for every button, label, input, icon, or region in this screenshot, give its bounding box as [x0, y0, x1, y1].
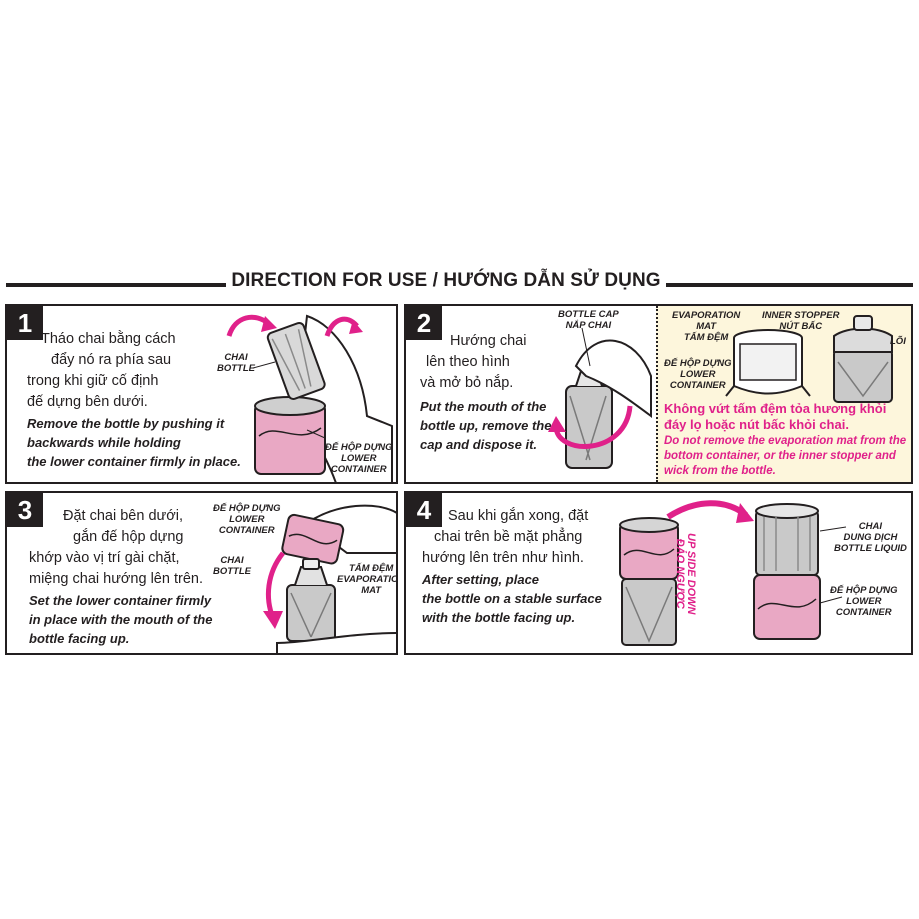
step-number: 1	[7, 306, 43, 340]
step-2-parts-illustration	[725, 315, 893, 403]
step-3-vn-line-1: Đặt chai bên dưới,	[63, 508, 183, 524]
step-2-vn-line-1: Hướng chai	[450, 333, 527, 349]
step-2-en-line-2: bottle up, remove the	[420, 418, 552, 433]
step-1-illustration	[226, 314, 393, 482]
step-4-en-line-3: with the bottle facing up.	[422, 610, 576, 625]
step-3-en-line-2: in place with the mouth of the	[29, 612, 213, 627]
step-number: 4	[406, 493, 442, 527]
step-4-en-line-2: the bottle on a stable surface	[422, 591, 602, 606]
step-4-panel: 4 Sau khi gắn xong, đặt chai trên bề mặt…	[404, 491, 913, 655]
step-1-vn-line-4: đế dựng bên dưới.	[27, 394, 148, 410]
step-2-vn-line-3: và mở bỏ nắp.	[420, 375, 514, 391]
step-2-en-line-1: Put the mouth of the	[420, 399, 547, 414]
step-1-vn-line-2: đẩy nó ra phía sau	[51, 352, 172, 368]
step-1-en-line-3: the lower container firmly in place.	[27, 454, 241, 469]
step-3-illustration	[263, 504, 396, 653]
step-2-vn-line-2: lên theo hình	[426, 354, 510, 370]
warning-en: Do not remove the evaporation mat from t…	[664, 435, 907, 477]
step-1-panel: 1 Tháo chai bằng cách đẩy nó ra phía sau…	[5, 304, 398, 484]
wick-label: LÕI	[890, 336, 906, 347]
header-rule-left	[6, 283, 226, 287]
step-4-illustration	[619, 500, 847, 646]
step-2-panel: 2 Hướng chai lên theo hình và mở bỏ nắp.…	[404, 304, 913, 484]
step-1-vn-line-1: Tháo chai bằng cách	[41, 331, 176, 347]
page-title: DIRECTION FOR USE / HƯỚNG DẪN SỬ DỤNG	[231, 270, 661, 291]
evaporation-mat-label: TẤM ĐỆMEVAPORATIONMAT	[337, 563, 398, 596]
header-bar: DIRECTION FOR USE / HƯỚNG DẪN SỬ DỤNG	[0, 266, 919, 302]
step-2-illustration	[548, 327, 652, 469]
step-4-en-line-1: After setting, place	[422, 572, 540, 587]
bottle-liquid-label: CHAI DUNG DỊCH BOTTLE LIQUID	[834, 521, 907, 554]
step-3-panel: 3 Đặt chai bên dưới, gắn đế hộp dựng khớ…	[5, 491, 398, 655]
step-2-en-line-3: cap and dispose it.	[420, 437, 538, 452]
step-4-vn-line-2: chai trên bề mặt phẳng	[434, 529, 583, 545]
step-3-vn-line-4: miệng chai hướng lên trên.	[29, 571, 203, 587]
header-rule-right	[666, 283, 913, 287]
step-3-en-line-3: bottle facing up.	[29, 631, 130, 646]
step-4-vn-line-3: hướng lên trên như hình.	[422, 550, 584, 566]
step-1-vn-line-3: trong khi giữ cố định	[27, 373, 159, 389]
step-number: 2	[406, 306, 442, 340]
warning-vn: Không vứt tấm đệm tỏa hương khỏi đáy lọ …	[664, 401, 887, 432]
step-3-vn-line-3: khớp vào vị trí gài chặt,	[29, 550, 180, 566]
step-3-vn-line-2: gắn đế hộp dựng	[73, 529, 184, 545]
step-3-en-line-1: Set the lower container firmly	[29, 593, 212, 608]
step-1-en-line-2: backwards while holding	[27, 435, 181, 450]
step-1-en-line-1: Remove the bottle by pushing it	[27, 416, 225, 431]
step-number: 3	[7, 493, 43, 527]
step-4-vn-line-1: Sau khi gắn xong, đặt	[448, 508, 589, 524]
